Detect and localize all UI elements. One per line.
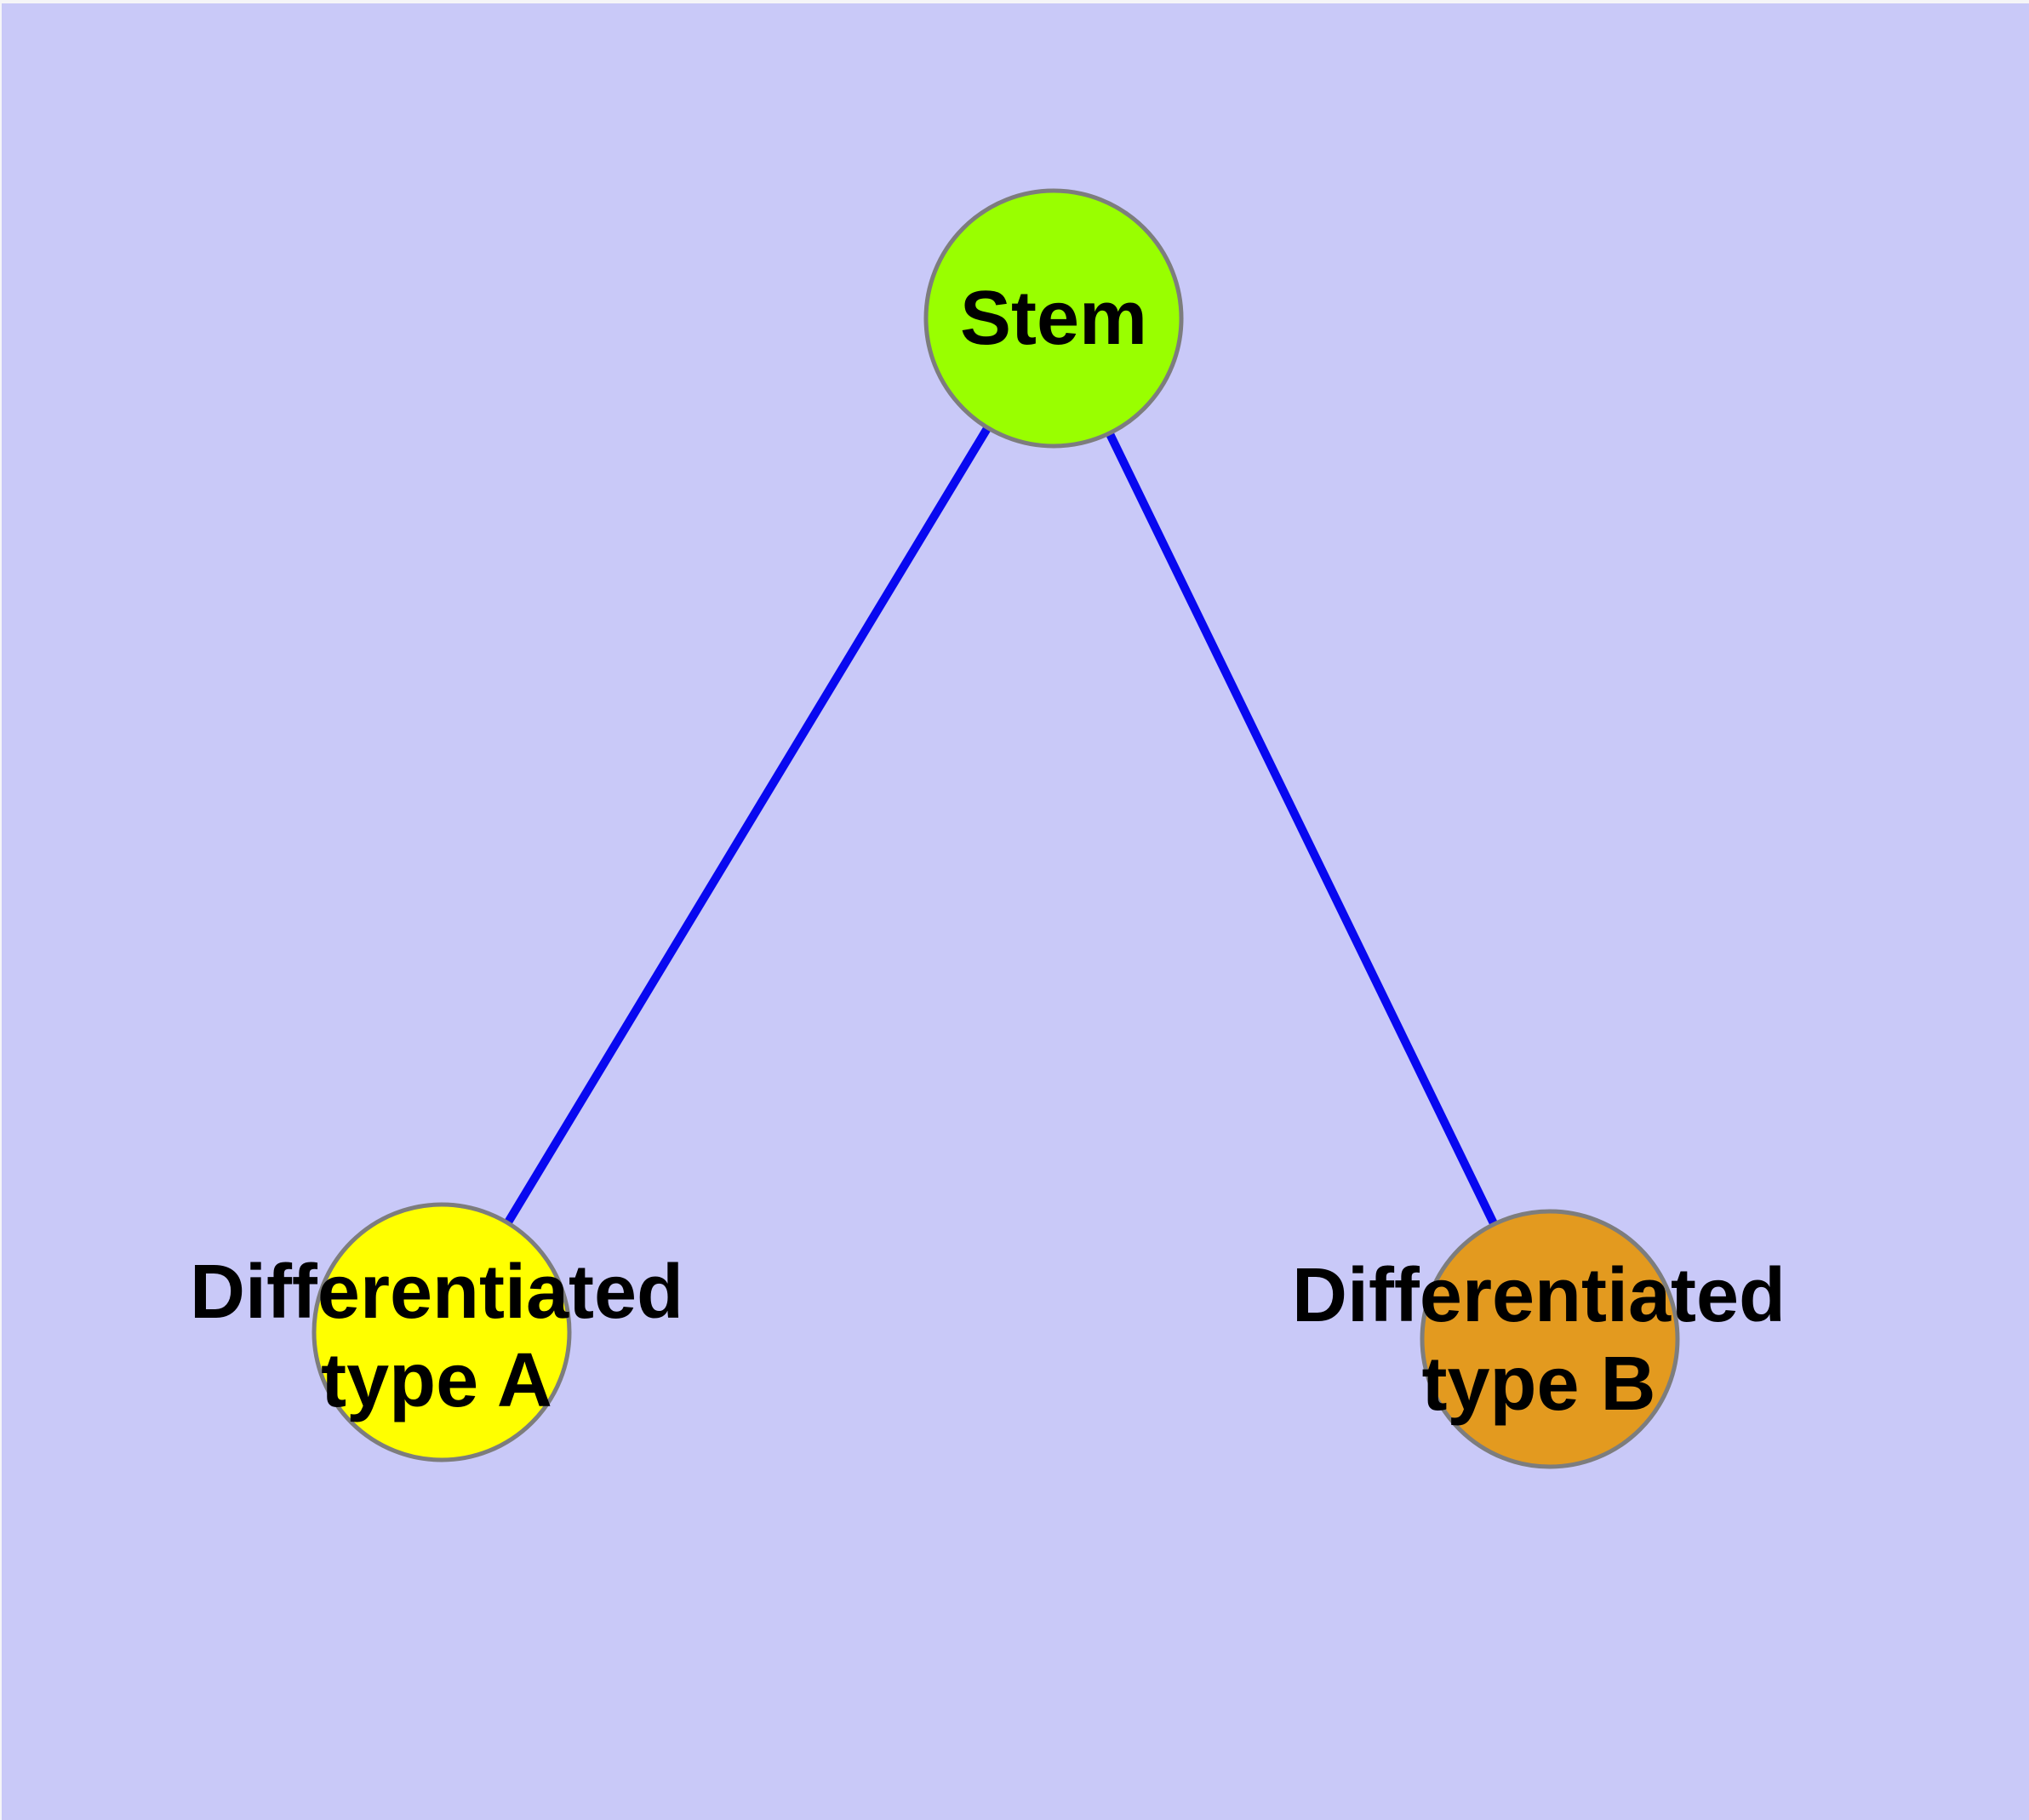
node-stem-circle[interactable] [923,188,1184,449]
edge-stem-to-type-b [1049,314,1554,1343]
edge-stem-to-type-a [437,314,1058,1336]
node-differentiated-type-a-circle[interactable] [311,1202,572,1462]
window-edge-top [0,0,2029,3]
node-differentiated-type-b-circle[interactable] [1420,1209,1680,1469]
window-edge-left [0,0,2,1820]
